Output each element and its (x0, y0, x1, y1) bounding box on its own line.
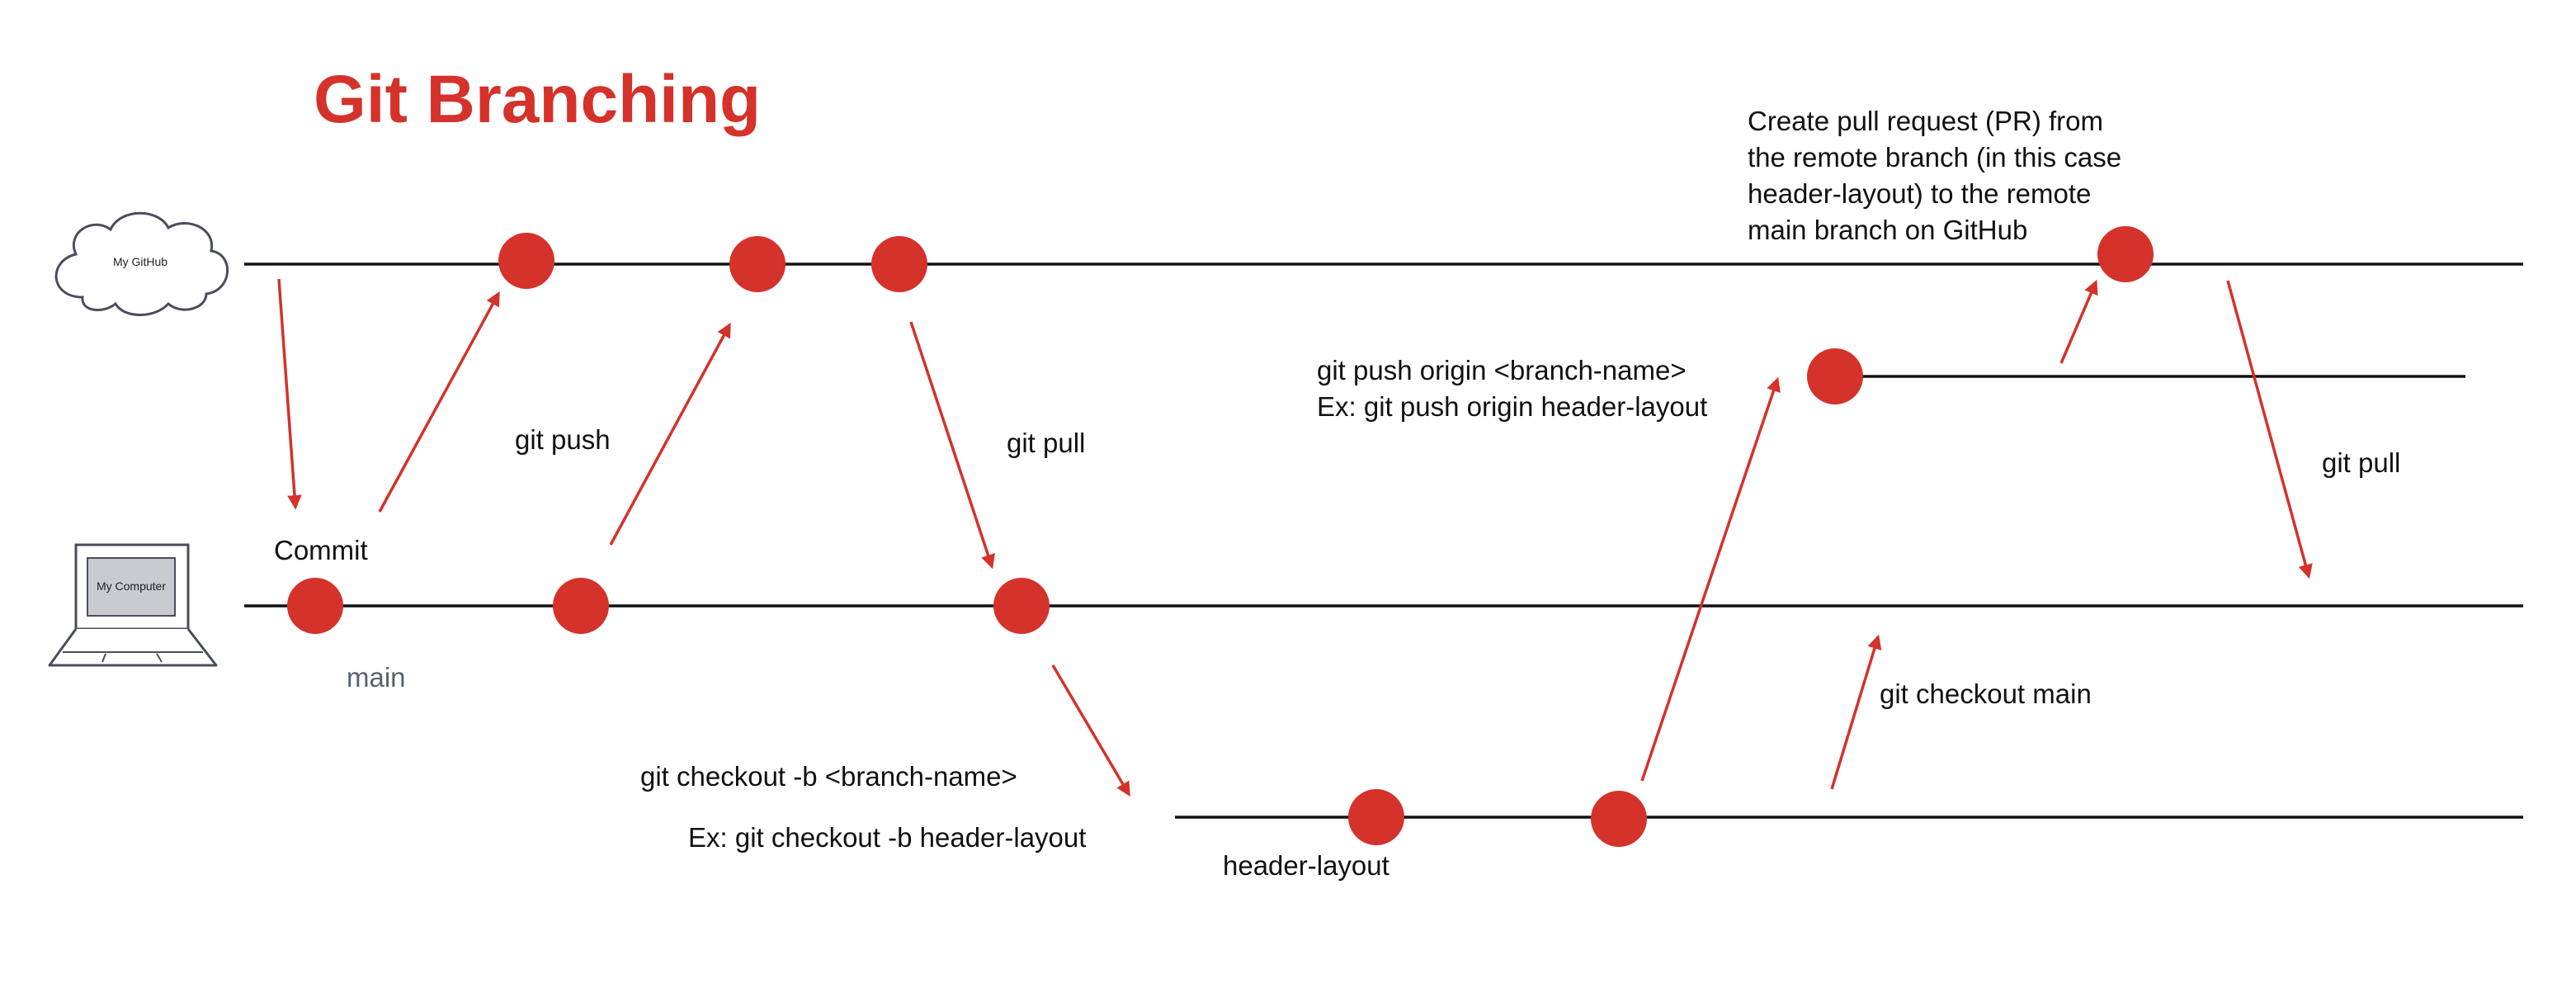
page-title: Git Branching (314, 62, 761, 137)
header-layout-label: header-layout (1223, 850, 1389, 881)
commit-dot (553, 578, 609, 634)
commit-dot (1348, 789, 1404, 845)
commit-dot (2097, 226, 2154, 282)
arrow (909, 321, 995, 570)
arrow (1051, 664, 1130, 797)
push-origin-example: Ex: git push origin header-layout (1317, 391, 1707, 422)
commit-dots (287, 226, 2154, 847)
git-pull-label: git pull (1007, 428, 1085, 458)
commit-dot (287, 578, 343, 634)
arrow (2059, 279, 2098, 364)
commit-label: Commit (274, 535, 368, 565)
pr-text-line: Create pull request (PR) from (1748, 106, 2103, 136)
commit-dot (1807, 348, 1863, 404)
checkout-b-label: git checkout -b <branch-name> (640, 761, 1017, 792)
laptop-label: My Computer (97, 579, 166, 593)
git-pull-label-2: git pull (2322, 447, 2400, 478)
arrow (277, 278, 302, 510)
arrow (378, 291, 500, 513)
laptop-icon: My Computer (48, 543, 218, 667)
pr-text-line: the remote branch (in this case (1748, 142, 2121, 173)
commit-dot (993, 578, 1050, 634)
checkout-b-example: Ex: git checkout -b header-layout (688, 822, 1086, 853)
main-branch-label: main (347, 662, 406, 693)
pr-text-line: header-layout) to the remote (1748, 178, 2091, 209)
arrow (609, 322, 731, 546)
commit-dot (729, 236, 786, 292)
commit-dot (498, 233, 554, 289)
cloud-icon: My GitHub (54, 211, 229, 316)
checkout-main-label: git checkout main (1880, 679, 2092, 709)
arrow (1830, 634, 1882, 790)
pr-text-line: main branch on GitHub (1748, 215, 2027, 245)
commit-dot (1591, 791, 1647, 847)
git-push-label: git push (515, 424, 611, 455)
arrows (277, 278, 2313, 797)
cloud-label: My GitHub (113, 255, 167, 268)
arrow (2226, 280, 2313, 579)
arrow (1640, 376, 1781, 782)
push-origin-label: git push origin <branch-name> (1317, 355, 1687, 385)
commit-dot (871, 236, 927, 292)
